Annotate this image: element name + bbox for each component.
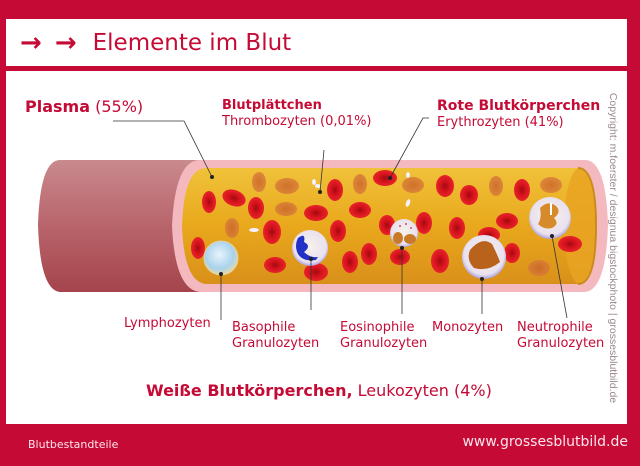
leukocytes-detail: Leukozyten (4%) xyxy=(357,381,492,400)
red-cells-detail: Erythrozyten (41%) xyxy=(437,115,564,130)
label-plasma: Plasma (55%) xyxy=(25,97,143,116)
basophil xyxy=(292,230,328,266)
double-arrow-icon: → → xyxy=(20,27,79,58)
lymphocytes-text: Lymphozyten xyxy=(124,316,211,331)
eosinophils-line1: Eosinophile xyxy=(340,320,415,335)
page-title: Elemente im Blut xyxy=(92,29,292,56)
basophils-line2: Granulozyten xyxy=(232,336,320,351)
plasma-name: Plasma xyxy=(25,97,90,116)
faded-erythrocytes xyxy=(225,172,562,276)
monocyte xyxy=(462,235,506,279)
monocytes-text: Monozyten xyxy=(432,320,504,335)
label-eosinophils: Eosinophile Granulozyten xyxy=(340,320,427,352)
header-bar: → → Elemente im Blut xyxy=(6,19,627,66)
footer-website-link[interactable]: www.grossesblutbild.de xyxy=(462,434,628,450)
plasma-value: (55%) xyxy=(95,97,144,116)
label-lymphocytes: Lymphozyten xyxy=(124,316,211,332)
label-red-cells: Rote Blutkörperchen Erythrozyten (41%) xyxy=(437,98,600,131)
label-basophils: Basophile Granulozyten xyxy=(232,320,319,352)
platelets xyxy=(249,172,411,232)
label-leukocytes: Weiße Blutkörperchen, Leukozyten (4%) xyxy=(146,381,492,400)
copyright-text: Copyright: m.foerster / designua bigstoc… xyxy=(607,92,620,404)
footer-caption: Blutbestandteile xyxy=(28,438,119,451)
label-monocytes: Monozyten xyxy=(432,320,503,336)
platelets-name: Blutplättchen xyxy=(222,98,322,113)
leukocytes-name: Weiße Blutkörperchen, xyxy=(146,381,353,400)
basophils-line1: Basophile xyxy=(232,320,296,335)
neutrophil xyxy=(529,197,571,239)
leader-lines xyxy=(113,117,568,320)
copyright-notice: Copyright: m.foerster / designua bigstoc… xyxy=(603,73,623,423)
eosinophils-line2: Granulozyten xyxy=(340,336,428,351)
lymphocyte xyxy=(203,240,239,276)
platelets-detail: Thrombozyten (0,01%) xyxy=(222,114,372,129)
eosinophil xyxy=(390,219,418,247)
label-platelets: Blutplättchen Thrombozyten (0,01%) xyxy=(222,98,372,130)
neutrophils-line1: Neutrophile xyxy=(517,320,593,335)
neutrophils-line2: Granulozyten xyxy=(517,336,605,351)
label-neutrophils: Neutrophile Granulozyten xyxy=(517,320,604,352)
red-cells-name: Rote Blutkörperchen xyxy=(437,98,601,114)
